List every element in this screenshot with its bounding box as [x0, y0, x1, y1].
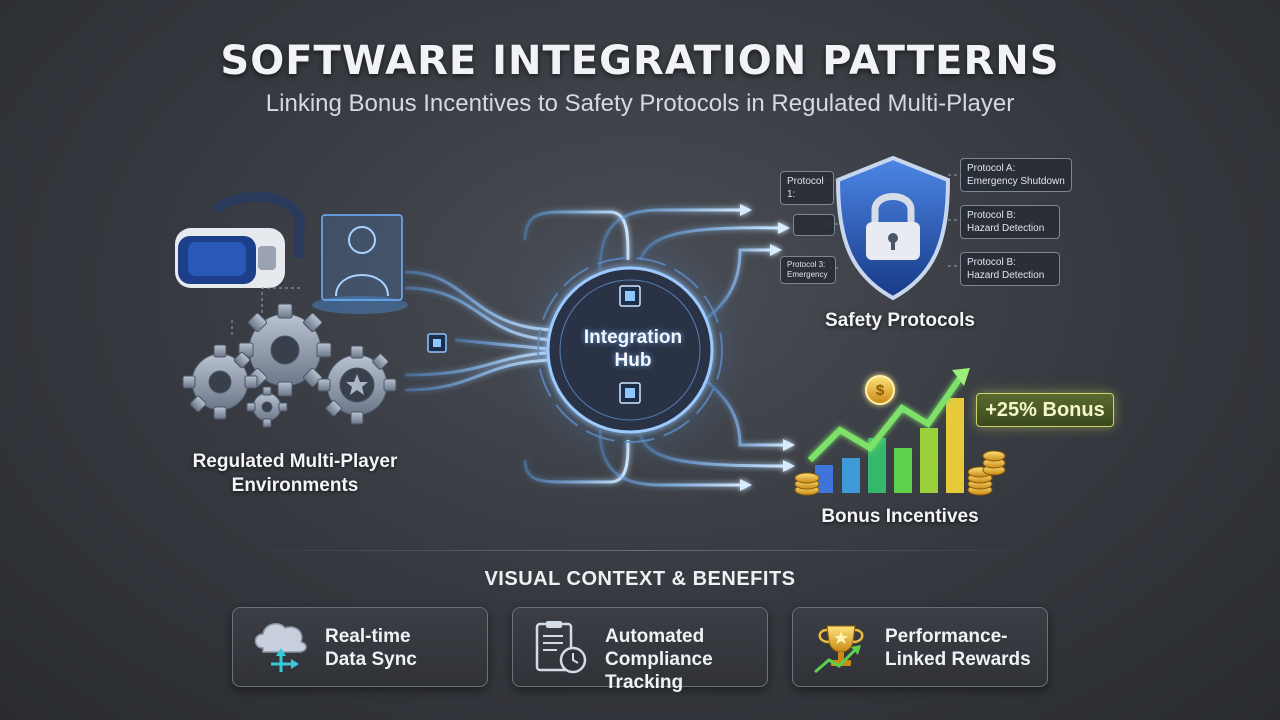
arrowhead — [778, 222, 790, 234]
connector-dotted — [231, 287, 300, 335]
dollar-coin-icon: $ — [865, 375, 895, 405]
protocol-tag-title: Protocol B: — [967, 257, 1016, 268]
arrowhead — [740, 204, 752, 216]
svg-text:$: $ — [876, 382, 885, 399]
bonus-incentives-label: Bonus Incentives — [821, 506, 979, 527]
bar — [894, 448, 912, 493]
protocol-tag-title: Protocol B: — [967, 210, 1016, 221]
coin-stack-left-icon — [794, 472, 820, 496]
protocol-tag-desc: Emergency Shutdown — [967, 176, 1065, 187]
benefit-card-line2: Data Sync — [325, 649, 417, 670]
gear-star-icon — [317, 345, 397, 425]
shield-lock-icon — [835, 155, 951, 301]
gears-icon — [182, 303, 397, 428]
protocol-tag-text: Protocol 1: — [787, 176, 824, 200]
bar — [920, 428, 938, 493]
benefit-card-line1: Automated — [605, 626, 705, 647]
cloud-sync-icon — [254, 623, 307, 672]
trend-arrow — [807, 376, 963, 463]
protocol-tag-left-3: Protocol 3: Emergency — [780, 256, 836, 284]
section-divider — [230, 550, 1050, 551]
integration-hub — [510, 230, 750, 470]
benefit-card-line1: Real-time — [325, 626, 411, 647]
hub-label-line2: Hub — [614, 350, 652, 371]
safety-protocols-label: Safety Protocols — [825, 310, 975, 331]
gear-left-icon — [182, 344, 258, 420]
benefit-card-compliance: Automated Compliance Tracking — [512, 607, 768, 693]
protocol-tag-title: Protocol A: — [967, 163, 1016, 174]
protocol-tag-left-1: Protocol 1: — [780, 171, 834, 205]
hub-label-line1: Integration — [583, 327, 683, 348]
chip-icon — [427, 333, 447, 353]
compliance-clipboard-icon — [535, 621, 587, 674]
environments-label: Regulated Multi-Player Environments — [160, 450, 430, 498]
trophy-rewards-icon — [814, 625, 864, 674]
protocol-tag-right-b2: Protocol B: Hazard Detection — [960, 252, 1060, 286]
arrowhead — [783, 460, 795, 472]
vr-headset-icon — [175, 191, 306, 288]
gear-small-icon — [246, 386, 288, 428]
bar — [815, 465, 833, 493]
benefit-card-line2: Compliance Tracking — [605, 649, 713, 693]
arrowhead — [770, 244, 782, 256]
protocol-tag-right-b1: Protocol B: Hazard Detection — [960, 205, 1060, 239]
environments-label-line2: Environments — [231, 475, 359, 496]
arrowhead — [783, 439, 795, 451]
benefit-card-text: Performance- Linked Rewards — [885, 625, 1045, 671]
coin-stack-right-icon — [967, 450, 1006, 496]
arrowhead — [740, 479, 752, 491]
benefit-card-text: Real-time Data Sync — [325, 625, 485, 671]
benefit-card-data-sync: Real-time Data Sync — [232, 607, 488, 687]
page-title: SOFTWARE INTEGRATION PATTERNS — [220, 38, 1060, 84]
bar — [946, 398, 964, 493]
benefit-card-line2: Linked Rewards — [885, 649, 1031, 670]
hub-chip-top-icon — [619, 285, 641, 307]
benefits-section-title: VISUAL CONTEXT & BENEFITS — [484, 568, 796, 590]
hub-label: Integration Hub — [558, 326, 708, 372]
protocol-tag-desc: Hazard Detection — [967, 223, 1045, 234]
bar — [842, 458, 860, 493]
protocol-tag-right-a: Protocol A: Emergency Shutdown — [960, 158, 1072, 192]
flow-arrowheads — [740, 204, 795, 491]
page-subtitle: Linking Bonus Incentives to Safety Proto… — [265, 90, 1015, 117]
environments-label-line1: Regulated Multi-Player — [192, 451, 398, 472]
benefit-card-text: Automated Compliance Tracking — [605, 625, 775, 694]
protocol-tag-left-2 — [793, 214, 835, 236]
protocol-tag-desc: Hazard Detection — [967, 270, 1045, 281]
hub-chip-bottom-icon — [619, 382, 641, 404]
trend-arrowhead — [952, 368, 970, 386]
avatar-hologram-icon — [312, 214, 408, 314]
bonus-growth-chart: $ — [794, 368, 1006, 496]
benefit-card-line1: Performance- — [885, 626, 1008, 647]
benefit-card-rewards: Performance- Linked Rewards — [792, 607, 1048, 687]
bonus-badge: +25% Bonus — [976, 393, 1114, 427]
protocol-tag-text: Protocol 3: Emergency — [787, 260, 828, 279]
bar — [868, 438, 886, 493]
